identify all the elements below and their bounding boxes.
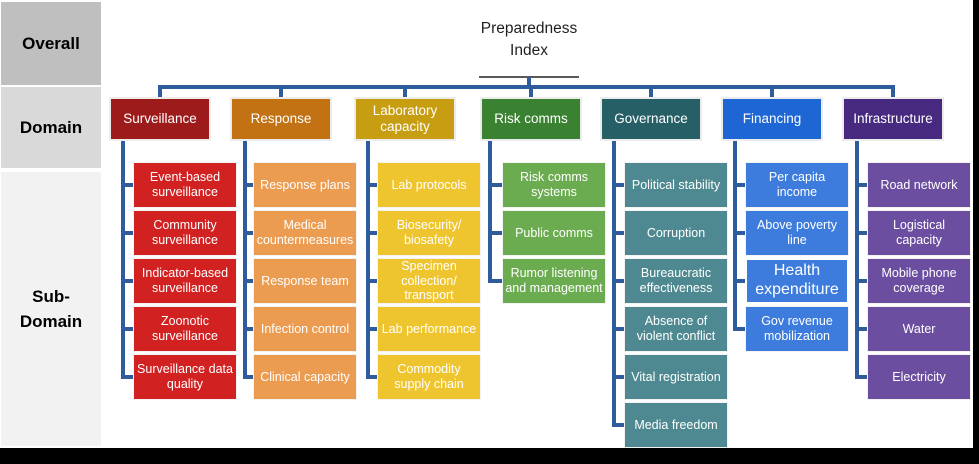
connector-sub-stub-response-1 [243, 231, 255, 235]
connector-sub-stub-governance-3 [612, 327, 626, 331]
connector-sub-stub-risk-comms-2 [488, 279, 504, 283]
connector-rail-infrastructure [855, 141, 859, 379]
domain-box-governance: Governance [600, 97, 702, 141]
sub-box-governance-3: Absence of violent conflict [624, 306, 728, 352]
sub-box-financing-1: Above poverty line [745, 210, 849, 256]
connector-sub-stub-surveillance-1 [121, 231, 135, 235]
connector-sub-stub-surveillance-2 [121, 279, 135, 283]
connector-sub-stub-laboratory-capacity-4 [366, 375, 379, 379]
connector-sub-stub-response-2 [243, 279, 255, 283]
connector-sub-stub-infrastructure-1 [855, 231, 869, 235]
domain-box-surveillance: Surveillance [109, 97, 211, 141]
sub-box-response-3: Infection control [253, 306, 357, 352]
connector-sub-stub-governance-2 [612, 279, 626, 283]
connector-sub-stub-financing-3 [733, 327, 747, 331]
sub-box-financing-0: Per capita income [745, 162, 849, 208]
connector-rail-response [243, 141, 247, 379]
sub-box-surveillance-2: Indicator-based surveillance [133, 258, 237, 304]
sub-box-laboratory-capacity-0: Lab protocols [377, 162, 481, 208]
connector-sub-stub-infrastructure-0 [855, 183, 869, 187]
sub-box-infrastructure-2: Mobile phone coverage [867, 258, 971, 304]
domain-box-risk-comms: Risk comms [480, 97, 582, 141]
connector-sub-stub-response-0 [243, 183, 255, 187]
sub-box-risk-comms-1: Public comms [502, 210, 606, 256]
connector-domain-stub-infrastructure [891, 85, 895, 97]
sub-box-governance-4: Vital registration [624, 354, 728, 400]
sub-box-governance-5: Media freedom [624, 402, 728, 448]
connector-domain-stub-laboratory-capacity [403, 85, 407, 97]
connector-sub-stub-infrastructure-2 [855, 279, 869, 283]
connector-sub-stub-surveillance-3 [121, 327, 135, 331]
sidebar-row-label-domain: Domain [1, 87, 101, 168]
connector-sub-stub-infrastructure-4 [855, 375, 869, 379]
sub-box-response-4: Clinical capacity [253, 354, 357, 400]
connector-sub-stub-risk-comms-0 [488, 183, 504, 187]
connector-sub-stub-risk-comms-1 [488, 231, 504, 235]
diagram-title: Preparedness Index [480, 20, 578, 60]
connector-title-stub [527, 77, 531, 89]
connector-sub-stub-governance-5 [612, 423, 626, 427]
sub-box-response-2: Response team [253, 258, 357, 304]
connector-domain-stub-surveillance [158, 85, 162, 97]
sub-box-infrastructure-3: Water [867, 306, 971, 352]
connector-rail-surveillance [121, 141, 125, 379]
sub-box-governance-1: Corruption [624, 210, 728, 256]
sidebar-row-label-subdomain: Sub- Domain [1, 172, 101, 446]
connector-sub-stub-surveillance-4 [121, 375, 135, 379]
letterbox-bar-bottom [0, 448, 979, 464]
connector-rail-financing [733, 141, 737, 331]
connector-spine [158, 85, 895, 89]
sub-box-surveillance-3: Zoonotic surveillance [133, 306, 237, 352]
sub-box-laboratory-capacity-2: Specimen collection/ transport [377, 258, 481, 304]
connector-sub-stub-laboratory-capacity-1 [366, 231, 379, 235]
connector-sub-stub-laboratory-capacity-3 [366, 327, 379, 331]
sub-box-financing-2: Health expenditure [745, 258, 849, 304]
sub-box-risk-comms-0: Risk comms systems [502, 162, 606, 208]
connector-sub-stub-financing-2 [733, 279, 747, 283]
connector-domain-stub-response [279, 85, 283, 97]
connector-domain-stub-risk-comms [529, 85, 533, 97]
connector-sub-stub-governance-1 [612, 231, 626, 235]
connector-rail-governance [612, 141, 616, 427]
connector-sub-stub-laboratory-capacity-2 [366, 279, 379, 283]
sidebar-row-label-overall: Overall [1, 2, 101, 85]
letterbox-bar-right [973, 0, 979, 464]
sub-box-surveillance-0: Event-based surveillance [133, 162, 237, 208]
connector-sub-stub-governance-0 [612, 183, 626, 187]
connector-sub-stub-financing-0 [733, 183, 747, 187]
sub-box-laboratory-capacity-1: Biosecurity/ biosafety [377, 210, 481, 256]
connector-sub-stub-governance-4 [612, 375, 626, 379]
connector-domain-stub-financing [770, 85, 774, 97]
domain-box-response: Response [230, 97, 332, 141]
sub-box-surveillance-1: Community surveillance [133, 210, 237, 256]
sub-box-infrastructure-0: Road network [867, 162, 971, 208]
sub-box-response-1: Medical countermeasures [253, 210, 357, 256]
sub-box-governance-0: Political stability [624, 162, 728, 208]
sub-box-governance-2: Bureaucratic effectiveness [624, 258, 728, 304]
connector-sub-stub-response-4 [243, 375, 255, 379]
sub-box-laboratory-capacity-4: Commodity supply chain [377, 354, 481, 400]
sub-box-infrastructure-4: Electricity [867, 354, 971, 400]
sub-box-financing-3: Gov revenue mobilization [745, 306, 849, 352]
connector-sub-stub-infrastructure-3 [855, 327, 869, 331]
sub-box-infrastructure-1: Logistical capacity [867, 210, 971, 256]
domain-box-infrastructure: Infrastructure [842, 97, 944, 141]
sub-box-laboratory-capacity-3: Lab performance [377, 306, 481, 352]
connector-sub-stub-response-3 [243, 327, 255, 331]
connector-sub-stub-financing-1 [733, 231, 747, 235]
domain-box-laboratory-capacity: Laboratory capacity [354, 97, 456, 141]
connector-rail-risk-comms [488, 141, 492, 283]
connector-sub-stub-laboratory-capacity-0 [366, 183, 379, 187]
domain-box-financing: Financing [721, 97, 823, 141]
connector-rail-laboratory-capacity [366, 141, 370, 379]
sub-box-response-0: Response plans [253, 162, 357, 208]
sub-box-risk-comms-2: Rumor listening and management [502, 258, 606, 304]
connector-sub-stub-surveillance-0 [121, 183, 135, 187]
connector-domain-stub-governance [649, 85, 653, 97]
sub-box-surveillance-4: Surveillance data quality [133, 354, 237, 400]
